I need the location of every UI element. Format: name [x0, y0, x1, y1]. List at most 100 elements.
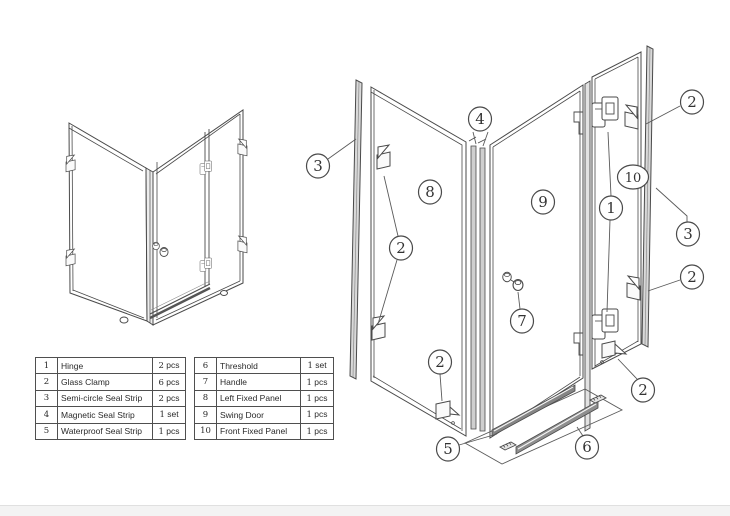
leader-threshold	[576, 426, 584, 437]
part-qty: 2 pcs	[152, 356, 186, 375]
callout-circle	[388, 235, 414, 261]
threshold-assembly	[464, 384, 623, 465]
part-name: Handle	[216, 373, 301, 391]
callout-circle	[305, 153, 331, 179]
assembled-threshold	[149, 280, 211, 320]
callout-number: 5	[443, 440, 453, 458]
callout-4-magnetic-seal-strip: 4	[467, 106, 493, 132]
threshold-rail-front	[515, 400, 599, 455]
callout-9-swing-door: 9	[530, 189, 556, 215]
threshold-endcap-left	[499, 441, 517, 451]
part-number: 2	[35, 373, 58, 391]
magnetic-seal-strip-part	[468, 136, 487, 432]
callout-3-semi-circle-seal-strip-left: 3	[305, 153, 331, 179]
callout-6-threshold: 6	[574, 434, 600, 460]
part-name: Semi-circle Seal Strip	[57, 389, 153, 408]
callout-circle	[679, 264, 705, 290]
right-glass-clamps	[601, 104, 641, 359]
callout-number: 2	[396, 239, 406, 257]
callout-number: 1	[606, 199, 616, 217]
callout-2-glass-clamp-bottom-right: 2	[630, 377, 656, 403]
bottom-right-clamp	[601, 340, 628, 359]
part-number: 8	[194, 389, 217, 408]
part-qty: 1 pcs	[300, 389, 334, 408]
part-number: 6	[194, 356, 217, 375]
callout-2-glass-clamps-left-panel: 2	[388, 235, 414, 261]
leader-clamp-top-right	[645, 105, 681, 125]
part-qty: 1 set	[152, 406, 186, 424]
part-qty: 1 pcs	[152, 422, 186, 440]
callout-number: 2	[687, 93, 697, 111]
swing-door-part	[489, 84, 584, 439]
part-number: 1	[35, 356, 58, 375]
callout-number: 2	[687, 268, 697, 286]
part-qty: 2 pcs	[152, 389, 186, 408]
part-name: Waterproof Seal Strip	[57, 422, 153, 440]
callout-number: 3	[683, 225, 693, 243]
part-qty: 1 pcs	[300, 373, 334, 391]
assembled-left-panel	[68, 122, 148, 322]
part-number: 9	[194, 406, 217, 424]
leader-hinges	[606, 131, 612, 313]
part-name: Magnetic Seal Strip	[57, 406, 153, 424]
callout-7-handle: 7	[509, 308, 535, 334]
assembled-front-face	[152, 109, 244, 326]
callout-circle	[417, 179, 443, 205]
callout-1-hinge: 1	[598, 195, 624, 221]
threshold-rail-back	[491, 384, 576, 437]
part-number: 7	[194, 373, 217, 391]
leader-lines	[327, 105, 688, 446]
leader-seal-strip-left	[327, 138, 357, 160]
threshold-endcap-right	[589, 394, 607, 404]
callout-circle	[598, 195, 624, 221]
callout-2-glass-clamp-bottom-left: 2	[427, 349, 453, 375]
callout-circle	[574, 434, 600, 460]
leader-clamp-mid-right	[647, 279, 681, 292]
handle-part	[502, 271, 524, 292]
callout-2-glass-clamp-top-right: 2	[679, 89, 705, 115]
page-bottom-edge	[0, 505, 730, 516]
part-number: 10	[194, 422, 217, 440]
part-name: Threshold	[216, 356, 301, 375]
part-number: 5	[35, 422, 58, 440]
leader-waterproof-strip	[458, 433, 498, 446]
part-number: 3	[35, 389, 58, 408]
leader-clamp-bottom-left	[439, 373, 443, 402]
leader-clamp-bottom-right	[617, 358, 638, 380]
leader-clamps-left	[377, 175, 399, 325]
callout-circle	[616, 164, 650, 190]
callout-3-semi-circle-seal-strip-right: 3	[675, 221, 701, 247]
callout-8-left-fixed-panel: 8	[417, 179, 443, 205]
semi-circle-seal-strip-right-part	[641, 45, 654, 348]
assembled-view	[65, 109, 248, 326]
callout-number: 2	[435, 353, 445, 371]
part-qty: 1 pcs	[300, 422, 334, 440]
callout-circle	[427, 349, 453, 375]
callout-number: 7	[517, 312, 527, 330]
callout-number: 8	[425, 183, 435, 201]
part-qty: 1 set	[300, 356, 334, 375]
part-name: Left Fixed Panel	[216, 389, 301, 408]
callout-circle	[530, 189, 556, 215]
leader-magnetic-strip	[472, 131, 489, 147]
callout-number: 2	[638, 381, 648, 399]
assembled-corner-post	[145, 167, 154, 326]
part-number: 4	[35, 406, 58, 424]
callout-number: 9	[538, 193, 548, 211]
callout-number: 10	[625, 171, 642, 186]
callout-circle	[675, 221, 701, 247]
callout-2-glass-clamp-mid-right: 2	[679, 264, 705, 290]
leader-seal-strip-right	[655, 187, 688, 222]
